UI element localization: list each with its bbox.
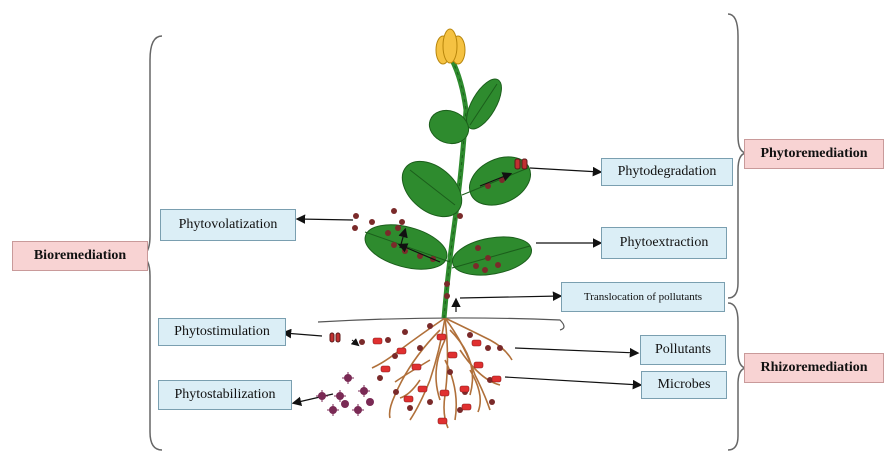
bioremediation-label: Bioremediation xyxy=(12,241,148,271)
leaf-low-right xyxy=(449,231,534,280)
virus-particles xyxy=(318,374,374,414)
phytovolatization-label: Phytovolatization xyxy=(160,209,296,241)
phytoextraction-label: Phytoextraction xyxy=(601,227,727,259)
phytodegradation-label: Phytodegradation xyxy=(601,158,733,186)
flower xyxy=(436,29,465,64)
phytoremediation-label: Phytoremediation xyxy=(744,139,884,169)
rhizoremediation-label: Rhizoremediation xyxy=(744,353,884,383)
translocation-label: Translocation of pollutants xyxy=(561,282,725,312)
root-microbes xyxy=(373,334,501,424)
ground-line xyxy=(318,318,564,330)
microbes-label: Microbes xyxy=(641,371,727,399)
phytostimulation-label: Phytostimulation xyxy=(158,318,286,346)
phytostabilization-label: Phytostabilization xyxy=(158,380,292,410)
pollutants-label: Pollutants xyxy=(640,335,726,365)
